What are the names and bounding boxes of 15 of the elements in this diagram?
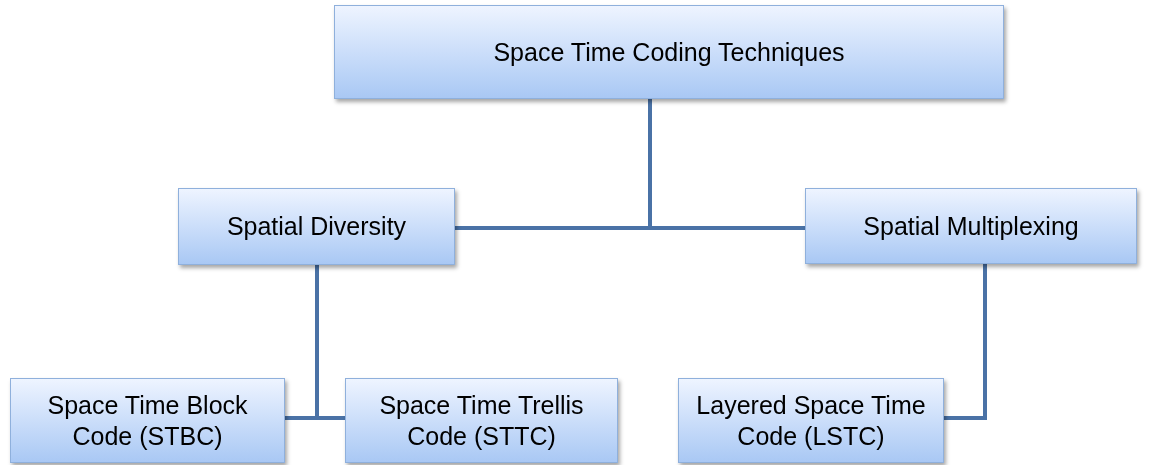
connector-line xyxy=(315,265,345,420)
category-box xyxy=(678,378,944,463)
box-label: Spatial Diversity xyxy=(226,211,407,242)
box-label: Space Time Block Code (STBC) xyxy=(46,389,249,452)
box-label: Space Time Trellis Code (STTC) xyxy=(378,389,585,452)
box-label: Spatial Multiplexing xyxy=(863,210,1079,242)
box-label: Layered Space Time Code (LSTC) xyxy=(695,389,927,452)
category-box xyxy=(334,5,1004,99)
connector-line xyxy=(944,264,987,420)
category-box xyxy=(345,378,618,463)
connector-line xyxy=(648,99,805,230)
category-box xyxy=(10,378,285,463)
category-box xyxy=(805,188,1137,264)
category-box xyxy=(178,188,455,265)
box-label: Space Time Coding Techniques xyxy=(493,36,845,68)
